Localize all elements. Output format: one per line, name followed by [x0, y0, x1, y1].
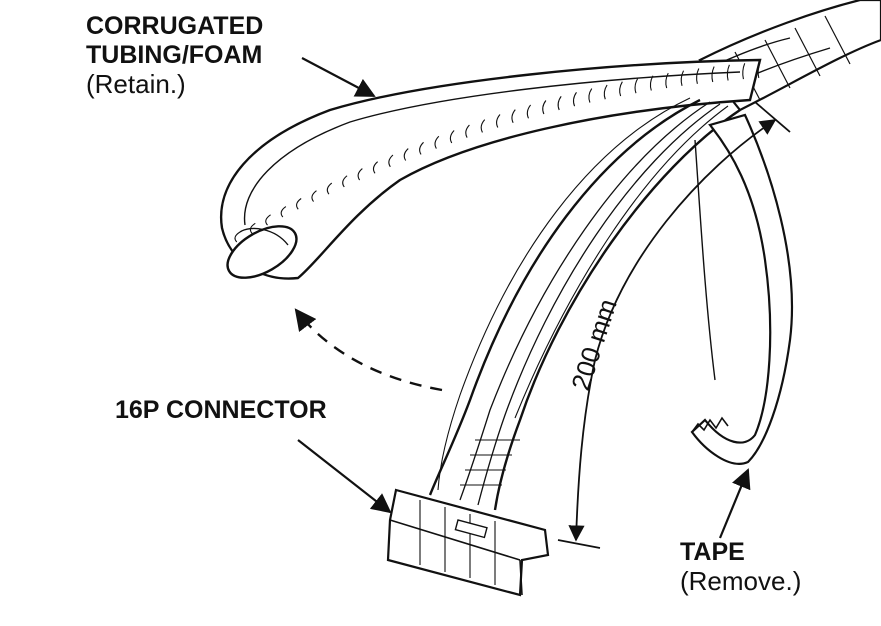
tape-strip: [690, 113, 794, 465]
tubing-rib: [511, 109, 516, 124]
tubing-rib: [665, 72, 669, 89]
tubing-title-line2: TUBING/FOAM: [86, 40, 263, 69]
connector-label: 16P CONNECTOR: [115, 396, 327, 425]
tubing-title-line1: CORRUGATED: [86, 12, 264, 40]
tubing-rib: [726, 64, 730, 81]
tubing-rib: [434, 135, 440, 149]
tubing-rib: [496, 114, 501, 128]
tubing-rib: [372, 161, 379, 174]
tubing-rib: [619, 81, 623, 97]
tubing-rib: [249, 222, 256, 234]
tape-leader-arrow: [718, 468, 751, 539]
tubing-rib: [234, 231, 241, 243]
tubing-rib: [480, 119, 486, 133]
tubing-rib: [465, 124, 470, 138]
wire-bundle: [428, 97, 741, 511]
tubing-leader-arrow: [301, 57, 376, 97]
tubing-rib: [357, 168, 363, 181]
tape-note: (Remove.): [680, 565, 802, 596]
tubing-rib: [388, 154, 394, 168]
tubing-rib: [603, 84, 608, 100]
tubing-rib: [649, 75, 654, 91]
tubing-rib: [311, 190, 317, 202]
tubing-rib: [342, 175, 348, 188]
connector-16p: [386, 488, 550, 597]
dimension-text: 200 mm: [565, 295, 623, 394]
tubing-rib: [265, 214, 271, 226]
corrugated-tubing: [219, 58, 762, 280]
tubing-rib: [403, 148, 409, 161]
tubing-rib: [326, 182, 333, 195]
tubing-rib: [680, 70, 685, 86]
tubing-rib: [634, 78, 639, 94]
tubing-label: CORRUGATED TUBING/FOAM (Retain.): [86, 12, 263, 99]
tape-title: TAPE: [680, 538, 745, 566]
tubing-rib: [280, 206, 287, 218]
tubing-rib: [542, 100, 547, 115]
tubing-rib: [742, 63, 746, 80]
tubing-rib: [557, 95, 562, 111]
tubing-rib: [696, 68, 700, 84]
tubing-rib: [588, 88, 593, 103]
tubing-rib: [295, 198, 302, 210]
tubing-rib: [572, 92, 577, 107]
dimension-200mm: [557, 101, 791, 549]
tubing-rib: [449, 130, 455, 144]
tubing-rib: [711, 66, 715, 83]
connector-leader-arrow: [297, 439, 392, 514]
tubing-rib: [526, 104, 532, 119]
connector-title: 16P CONNECTOR: [115, 396, 327, 424]
tape-label: TAPE (Remove.): [680, 538, 801, 597]
fold-back-arrow: [294, 308, 443, 392]
tubing-note: (Retain.): [86, 68, 186, 99]
tubing-rib: [419, 141, 424, 155]
tubing-rib: [757, 61, 761, 79]
